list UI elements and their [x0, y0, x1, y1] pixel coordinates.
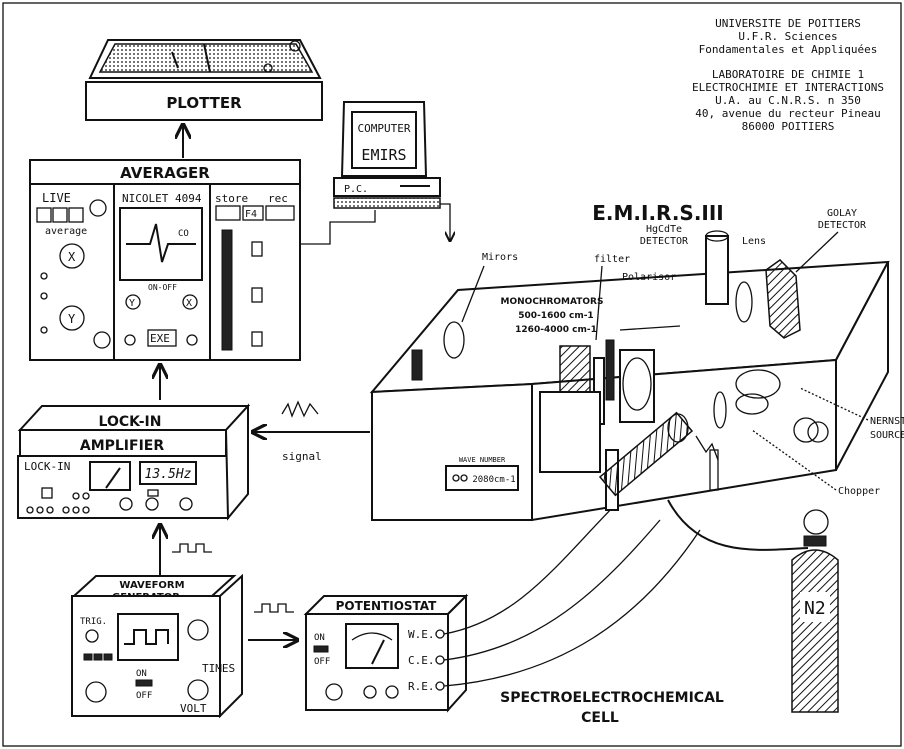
- label-polarisor: Polarisor: [622, 272, 676, 283]
- lockin-frequency: 13.5Hz: [145, 467, 192, 482]
- cell-label-1: SPECTROELECTROCHEMICAL: [500, 690, 724, 706]
- label-filter: filter: [594, 254, 630, 265]
- header-line: Fondamentales et Appliquées: [699, 43, 878, 56]
- arrow-computer-to-spectrometer: [440, 204, 450, 240]
- label-nernst-source: SOURCE: [870, 430, 904, 441]
- averager-average: average: [45, 226, 87, 237]
- computer: COMPUTER EMIRS P.C.: [334, 102, 440, 208]
- label-mono-3: 1260-4000 cm-1: [515, 325, 597, 335]
- cell-label-2: CELL: [581, 710, 619, 726]
- computer-pc: P.C.: [344, 184, 368, 195]
- averager-f4: F4: [245, 209, 257, 220]
- waveform-on: ON: [136, 669, 147, 679]
- label-lens: Lens: [742, 236, 766, 247]
- wavenumber-label: WAVE NUMBER: [459, 456, 506, 464]
- n2-cylinder: N2: [668, 500, 838, 712]
- spectrometer: E.M.I.R.S.III WAVE NUMBER 2080cm-1: [372, 201, 888, 520]
- cable-computer-averager: [300, 210, 375, 244]
- header-line: ELECTROCHIMIE ET INTERACTIONS: [692, 81, 884, 94]
- waveform-generator: WAVEFORM GENERATOR TRIG. TIMES ON OFF VO…: [72, 576, 242, 716]
- waveform-label-1: WAVEFORM: [119, 580, 184, 591]
- potentiostat-ce: C.E.: [408, 654, 435, 667]
- gauge-icon: [804, 510, 828, 534]
- label-golay: GOLAY: [827, 208, 857, 219]
- waveform-volt: VOLT: [180, 702, 207, 715]
- lockin-label-1: LOCK-IN: [99, 414, 162, 430]
- averager-label: AVERAGER: [120, 164, 210, 182]
- plotter-label: PLOTTER: [166, 94, 242, 112]
- plotter: PLOTTER: [86, 40, 322, 120]
- label-nernst: NERNST: [870, 416, 904, 427]
- averager-live: LIVE: [42, 191, 71, 205]
- averager: AVERAGER LIVE average X Y NICOLET 4094 C…: [30, 160, 300, 360]
- lockin-amplifier: LOCK-IN AMPLIFIER LOCK-IN 13.5Hz: [18, 406, 248, 518]
- instrument-title: E.M.I.R.S.III: [592, 201, 724, 225]
- header-line: UNIVERSITE DE POITIERS: [715, 17, 861, 30]
- potentiostat-on: ON: [314, 633, 325, 643]
- svg-text:X: X: [186, 298, 192, 309]
- computer-name: EMIRS: [361, 146, 406, 164]
- label-mono-1: MONOCHROMATORS: [501, 297, 604, 307]
- header-line: 86000 POITIERS: [742, 120, 835, 133]
- svg-text:Y: Y: [129, 298, 135, 309]
- potentiostat: POTENTIOSTAT ON OFF W.E. C.E. R.E.: [306, 596, 466, 710]
- svg-text:Y: Y: [68, 312, 76, 326]
- averager-rec: rec: [268, 192, 288, 205]
- label-mirors: Mirors: [482, 252, 518, 263]
- waveform-off: OFF: [136, 691, 152, 701]
- header-line: U.F.R. Sciences: [738, 30, 837, 43]
- svg-text:CO: CO: [178, 229, 189, 239]
- potentiostat-we: W.E.: [408, 628, 435, 641]
- wavenumber-value: 2080cm-1: [472, 475, 515, 485]
- potentiostat-re: R.E.: [408, 680, 435, 693]
- lockin-panel-label: LOCK-IN: [24, 460, 70, 473]
- institution-header: UNIVERSITE DE POITIERS U.F.R. Sciences F…: [692, 17, 884, 133]
- lockin-label-2: AMPLIFIER: [80, 438, 164, 454]
- square-wave-icon: [254, 604, 294, 612]
- label-chopper: Chopper: [838, 486, 880, 497]
- header-line: LABORATOIRE DE CHIMIE 1: [712, 68, 864, 81]
- signal-wave-icon: [282, 402, 318, 416]
- square-wave-icon: [172, 544, 212, 552]
- averager-onoff: ON-OFF: [148, 283, 177, 292]
- hgcdte-detector: [706, 236, 728, 304]
- waveform-trig: TRIG.: [80, 617, 107, 627]
- label-hgcdte: HgCdTe: [646, 224, 682, 235]
- header-line: 40, avenue du recteur Pineau: [695, 107, 880, 120]
- gas-label: N2: [804, 598, 826, 619]
- signal-label: signal: [282, 450, 322, 463]
- averager-model: NICOLET 4094: [122, 192, 202, 205]
- label-detector: DETECTOR: [640, 236, 689, 247]
- waveform-times: TIMES: [202, 662, 235, 675]
- computer-label: COMPUTER: [358, 122, 411, 135]
- potentiostat-off: OFF: [314, 657, 330, 667]
- averager-store: store: [215, 192, 248, 205]
- header-line: U.A. au C.N.R.S. n 350: [715, 94, 861, 107]
- ce-cable: [444, 520, 660, 660]
- label-golay-detector: DETECTOR: [818, 220, 867, 231]
- averager-exe: EXE: [150, 332, 170, 345]
- label-mono-2: 500-1600 cm-1: [518, 311, 593, 321]
- potentiostat-label: POTENTIOSTAT: [336, 599, 438, 613]
- re-cable: [444, 530, 700, 686]
- svg-text:X: X: [68, 250, 76, 264]
